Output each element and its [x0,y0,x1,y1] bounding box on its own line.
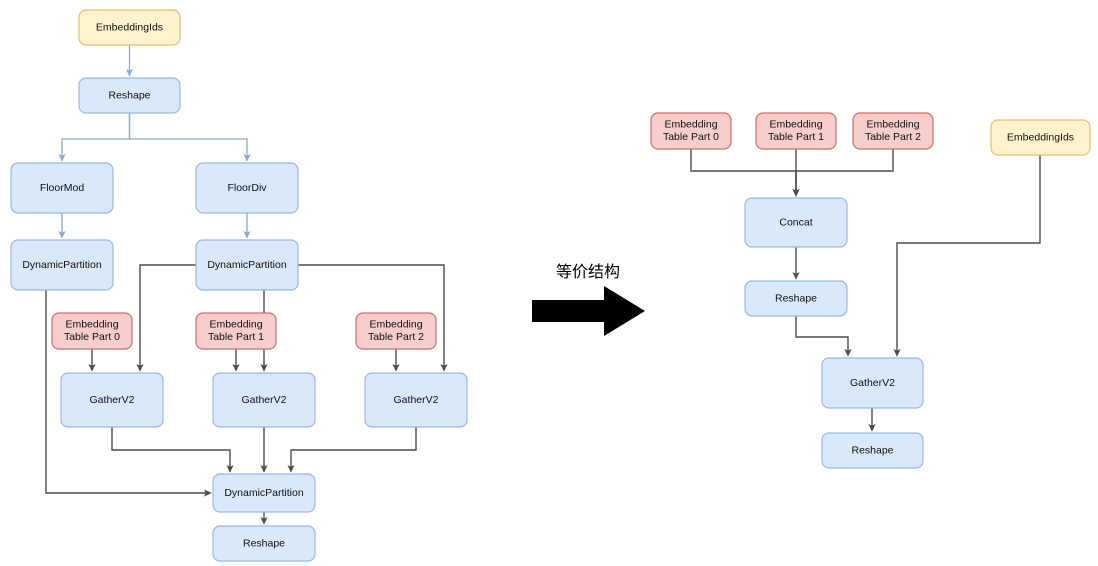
node-box [212,473,316,513]
edge-gather2-to-dynpart-bot [287,427,417,473]
node-box [212,372,316,428]
node-box [364,372,468,428]
node-box [821,357,924,409]
node-r-concat[interactable]: Concat [744,197,848,248]
node-l-dynpart-left[interactable]: DynamicPartition [10,239,114,291]
equivalent-structure-edges [690,149,1041,432]
node-l-dynpart-bot[interactable]: DynamicPartition [212,473,316,513]
edge-dynpart-mid-to-gather2 [298,264,448,372]
node-box [821,432,924,469]
node-box [755,112,837,150]
node-box [650,112,732,150]
node-box [78,9,181,46]
node-r-reshape-mid[interactable]: Reshape [744,280,848,317]
node-l-gather0[interactable]: GatherV2 [60,372,164,428]
edge-reshape-mid-to-gather [795,316,852,357]
edge-dynpart-left-to-dynpart-bot [45,290,212,497]
node-box [852,112,934,150]
node-l-reshape-bot[interactable]: Reshape [212,525,316,562]
edge-rtable2-to-concat [792,149,894,197]
node-box [51,312,133,350]
node-box [990,119,1091,156]
node-l-embeddingids[interactable]: EmbeddingIds [78,9,181,46]
node-l-floormod[interactable]: FloorMod [10,162,114,214]
equivalence-caption: 等价结构 [556,263,620,281]
node-l-reshape-top[interactable]: Reshape [78,77,181,114]
node-box [10,239,114,291]
node-box [744,280,848,317]
node-l-floordiv[interactable]: FloorDiv [195,162,299,214]
edge-reshape-to-floormod [58,113,131,162]
node-box [78,77,181,114]
node-box [195,312,277,350]
node-box [195,239,299,291]
node-r-embeddingids[interactable]: EmbeddingIds [990,119,1091,156]
node-box [10,162,114,214]
edge-dynpart-mid-to-gather0 [136,264,196,372]
node-r-reshape-bot[interactable]: Reshape [821,432,924,469]
node-box [212,525,316,562]
original-structure-edges [45,45,448,525]
node-l-dynpart-mid[interactable]: DynamicPartition [195,239,299,291]
node-box [60,372,164,428]
edge-rtable0-to-concat [690,149,800,197]
node-box [744,197,848,248]
node-r-gather[interactable]: GatherV2 [821,357,924,409]
edge-reshape-to-floordiv [128,113,251,162]
right-arrow-icon [532,286,645,336]
edge-rembeddingids-to-gather [893,155,1041,357]
node-l-gather1[interactable]: GatherV2 [212,372,316,428]
node-box [195,162,299,214]
node-box [355,312,437,350]
node-l-gather2[interactable]: GatherV2 [364,372,468,428]
equivalence-arrow-group: 等价结构 [532,263,645,336]
edge-gather0-to-dynpart-bot [111,427,234,473]
